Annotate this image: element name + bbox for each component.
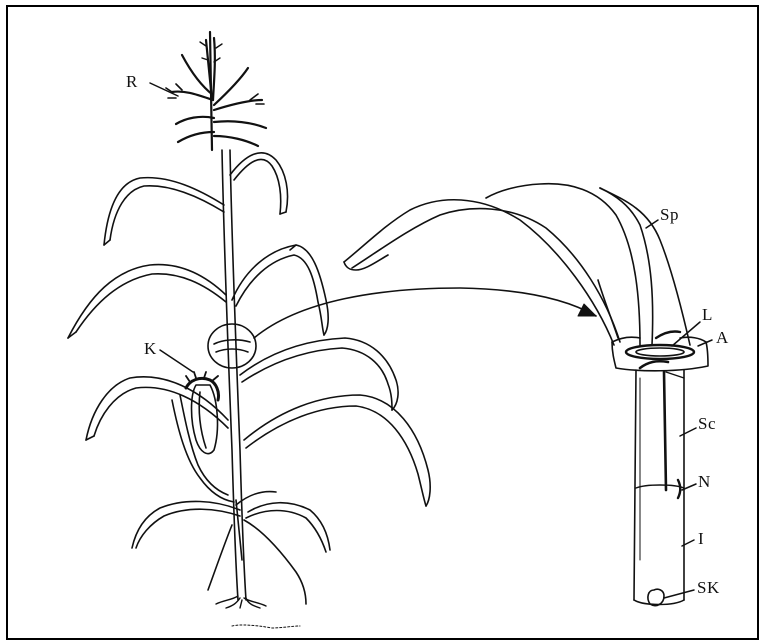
leaf bbox=[132, 501, 240, 548]
leaf-blade bbox=[344, 200, 614, 345]
label-L: L bbox=[702, 306, 713, 323]
node-line bbox=[636, 485, 684, 488]
leaf bbox=[208, 525, 232, 590]
label-leader-K bbox=[160, 350, 193, 372]
shank-scar bbox=[648, 589, 664, 605]
tassel bbox=[166, 32, 266, 150]
ear bbox=[172, 372, 234, 502]
connector-arrow bbox=[254, 288, 596, 338]
leaf bbox=[244, 395, 430, 506]
leaf bbox=[244, 520, 306, 604]
label-Sp: Sp bbox=[660, 206, 679, 223]
label-leader-Sp bbox=[646, 220, 658, 228]
stem-tube bbox=[634, 370, 636, 600]
label-I: I bbox=[698, 530, 704, 547]
leaf bbox=[240, 338, 398, 410]
label-N: N bbox=[698, 473, 711, 490]
plant-stalk bbox=[222, 150, 238, 600]
label-A: A bbox=[716, 329, 729, 346]
maize-plant bbox=[68, 32, 430, 628]
label-K: K bbox=[144, 340, 157, 357]
label-SK: SK bbox=[697, 579, 720, 596]
leaf bbox=[248, 503, 330, 550]
roots bbox=[216, 596, 300, 628]
label-leader-Sc bbox=[680, 428, 696, 436]
label-leader-SK bbox=[664, 590, 694, 598]
label-Sc: Sc bbox=[698, 415, 716, 432]
stem-detail bbox=[344, 184, 712, 606]
label-R: R bbox=[126, 73, 138, 90]
label-leader-R bbox=[150, 83, 178, 96]
sheath-collar-line bbox=[664, 372, 666, 490]
node-highlight-circle bbox=[208, 324, 256, 368]
